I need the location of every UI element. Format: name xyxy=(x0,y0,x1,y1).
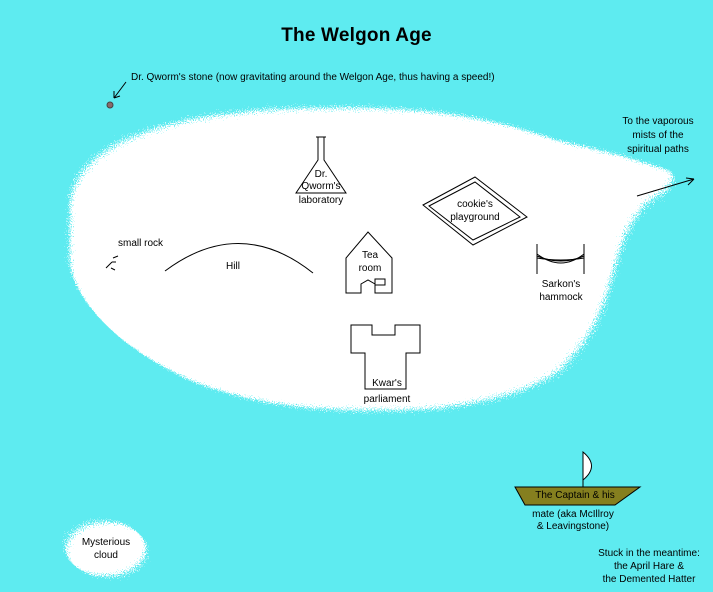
stuck-label-1: Stuck in the meantime: xyxy=(598,548,700,559)
cloud-shape xyxy=(66,522,146,576)
cloud-label-1: Mysterious xyxy=(81,537,131,548)
island xyxy=(70,107,673,411)
mate-label-2: & Leavingstone) xyxy=(536,521,610,532)
rock-label: small rock xyxy=(118,238,164,249)
arrow-icon xyxy=(636,177,695,197)
tea-label-1: Tea xyxy=(361,250,379,261)
stuck-label-2: the April Hare & xyxy=(613,561,685,572)
hammock-label-2: hammock xyxy=(539,292,583,303)
map-title: The Welgon Age xyxy=(281,25,432,46)
hill-icon xyxy=(164,243,314,274)
vapour-label-1: To the vaporous xyxy=(622,116,694,127)
playground-icon xyxy=(422,176,528,246)
castle-icon xyxy=(350,324,421,390)
vapour-label-2: mists of the xyxy=(632,130,684,141)
boat-label: The Captain & his xyxy=(535,490,615,501)
parliament-label-1: Kwar's xyxy=(372,378,402,389)
tea-label-2: room xyxy=(358,263,382,274)
stone-label: Dr. Qworm's stone (now gravitating aroun… xyxy=(131,72,495,83)
hammock-label-1: Sarkon's xyxy=(541,279,581,290)
cookie-label-1: cookie's xyxy=(457,199,493,210)
hill-label: Hill xyxy=(226,261,240,272)
stone-arrow-icon xyxy=(113,81,127,99)
boat-icon xyxy=(514,450,642,506)
lab-label-3: laboratory xyxy=(298,195,344,206)
lab-label-1: Dr. xyxy=(314,169,328,180)
hammock-icon xyxy=(536,244,585,274)
mate-label-1: mate (aka McIllroy xyxy=(532,509,614,520)
cloud-label-2: cloud xyxy=(94,550,118,561)
vapour-label-3: spiritual paths xyxy=(627,144,689,155)
lab-label-2: Qworm's xyxy=(301,181,341,192)
cookie-label-2: playground xyxy=(450,212,500,223)
stuck-label-3: the Demented Hatter xyxy=(602,574,696,585)
stone-marker xyxy=(106,101,114,109)
parliament-label-2: parliament xyxy=(363,394,411,405)
rock-icon xyxy=(105,255,119,271)
house-icon xyxy=(345,231,393,294)
